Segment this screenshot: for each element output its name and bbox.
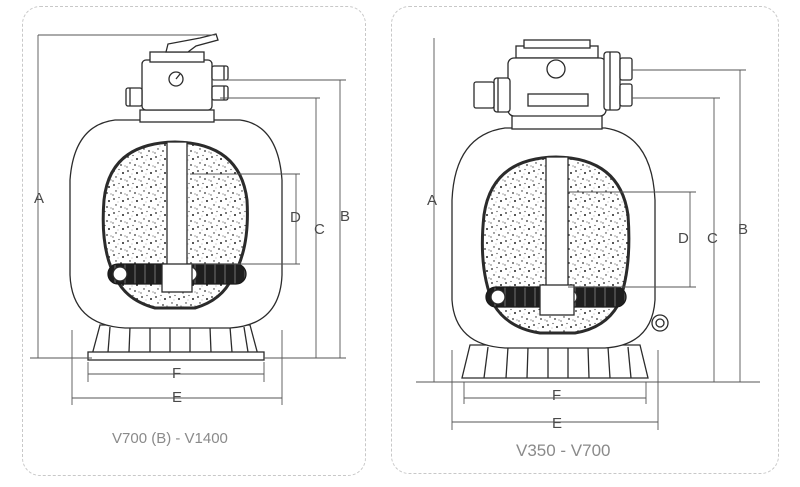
filter-panel-left (22, 6, 366, 476)
center-pipe-right (545, 156, 569, 290)
dim-label-A-left: A (34, 190, 44, 207)
filter-left (69, 33, 283, 361)
dim-label-B-left: B (340, 208, 350, 225)
dim-label-C-right: C (707, 230, 718, 247)
dim-label-D-right: D (678, 230, 689, 247)
dim-label-E-right: E (552, 415, 562, 432)
filter-right (451, 39, 669, 379)
multiport-valve-left (125, 33, 229, 111)
base-left (87, 324, 265, 361)
dim-label-D-left: D (290, 209, 301, 226)
center-pipe-left (166, 141, 188, 269)
dim-label-F-left: F (172, 365, 181, 382)
dimension-lines-left (30, 34, 346, 405)
dim-label-E-left: E (172, 389, 182, 406)
dim-label-B-right: B (738, 221, 748, 238)
base-right (461, 344, 649, 379)
multiport-valve-right (473, 39, 633, 117)
dim-label-A-right: A (427, 192, 437, 209)
dimension-lines-right (416, 38, 760, 430)
caption-left: V700 (B) - V1400 (112, 430, 228, 447)
filter-panel-right (391, 6, 779, 474)
caption-right: V350 - V700 (516, 441, 611, 460)
dim-label-C-left: C (314, 221, 325, 238)
dim-label-F-right: F (552, 387, 561, 404)
